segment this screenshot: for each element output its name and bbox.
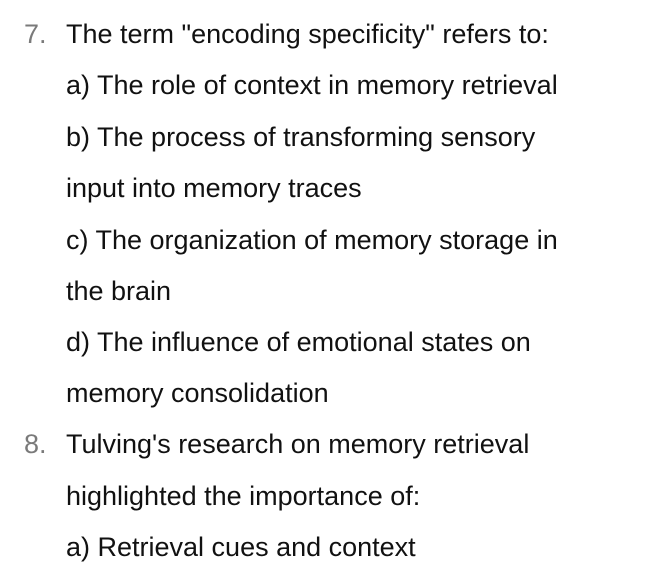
option-d-line-2: memory consolidation [66,378,329,408]
option-a: a) The role of context in memory retriev… [66,70,558,100]
question-stem: Tulving's research on memory retrieval [66,429,530,459]
question-number: 8. [24,429,47,459]
option-a: a) Retrieval cues and context [66,532,416,562]
option-b-line-2: input into memory traces [66,173,362,203]
option-c-line-1: c) The organization of memory storage in [66,225,558,255]
option-b-line-1: b) The process of transforming sensory [66,122,536,152]
option-c-line-2: the brain [66,276,172,306]
question-8-stem-line-2: highlighted the importance of: [66,481,421,511]
question-number: 7. [24,19,47,49]
question-stem: The term "encoding specificity" refers t… [66,19,549,49]
option-d-line-1: d) The influence of emotional states on [66,327,531,357]
